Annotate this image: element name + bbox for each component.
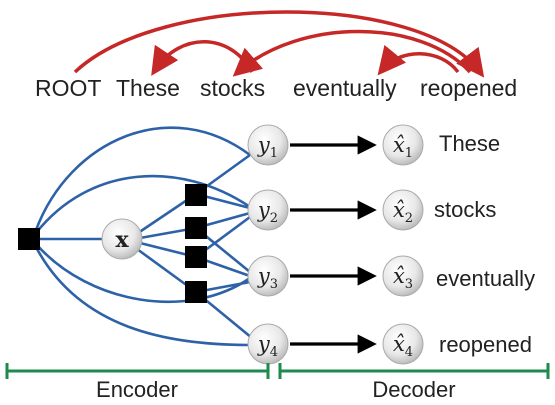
- output-word-2: stocks: [434, 197, 496, 222]
- y-subscript: 2: [270, 211, 278, 226]
- output-word-4: reopened: [439, 332, 532, 357]
- output-word-3: eventually: [436, 266, 535, 291]
- x-node: x: [101, 218, 143, 260]
- xhat-subscript: 1: [405, 146, 413, 161]
- decoder-label: Decoder: [372, 377, 455, 402]
- pair-factor-3: [185, 246, 207, 268]
- svg-text:x̂4: x̂4: [393, 332, 413, 360]
- arc-reopened-to-stocks: [232, 29, 472, 77]
- word-eventually: eventually: [293, 75, 397, 101]
- svg-text:x̂3: x̂3: [393, 264, 413, 292]
- word-root: ROOT: [35, 75, 101, 101]
- xhat-node-2: x̂2: [382, 189, 424, 231]
- edge-factor-y2: [34, 174, 251, 234]
- encoder-label: Encoder: [96, 377, 178, 402]
- section-labels: Encoder Decoder: [96, 377, 456, 402]
- xhat-letter: x̂: [393, 133, 405, 157]
- xhat-letter: x̂: [393, 332, 405, 356]
- y-node-4: y4: [247, 323, 289, 365]
- decoder-bracket: [278, 363, 550, 379]
- xhat-node-3: x̂3: [382, 255, 424, 297]
- encoder-bracket: [5, 363, 270, 379]
- svg-text:y2: y2: [257, 198, 278, 226]
- svg-text:x̂2: x̂2: [393, 198, 413, 226]
- word-these: These: [116, 75, 180, 101]
- arc-root-to-reopened: [73, 10, 485, 78]
- y-node-3: y3: [247, 255, 289, 297]
- edge-factor-y3: [35, 243, 251, 304]
- factors: [18, 184, 207, 303]
- svg-text:y1: y1: [257, 133, 278, 161]
- output-word-1: These: [439, 131, 500, 156]
- decoder-arrows: [290, 135, 377, 354]
- dependency-arcs: [73, 10, 485, 78]
- svg-text:y3: y3: [257, 264, 278, 292]
- xhat-subscript: 3: [405, 277, 413, 292]
- svg-text:x̂1: x̂1: [393, 133, 413, 161]
- arc-stocks-to-these: [151, 40, 254, 76]
- y-subscript: 3: [270, 277, 278, 292]
- pair-factor-1: [185, 184, 207, 206]
- edge-factor-y1: [34, 126, 251, 231]
- output-words: These stocks eventually reopened: [434, 131, 535, 357]
- y-node-2: y2: [247, 189, 289, 231]
- xhat-node-1: x̂1: [382, 124, 424, 166]
- sentence: ROOT These stocks eventually reopened: [35, 75, 517, 101]
- xhat-letter: x̂: [393, 198, 405, 222]
- y-subscript: 1: [270, 146, 278, 161]
- word-stocks: stocks: [200, 75, 265, 101]
- xhat-letter: x̂: [393, 264, 405, 288]
- xhat-subscript: 4: [405, 345, 413, 360]
- y-letter: y: [257, 332, 271, 356]
- svg-text:y4: y4: [257, 332, 278, 360]
- edge-factor-y4: [34, 246, 251, 347]
- y-nodes: y1 y2 y3 y4: [247, 124, 289, 365]
- section-brackets: [5, 363, 550, 379]
- arc-reopened-to-eventually: [377, 44, 460, 76]
- pair-factor-2: [185, 217, 207, 239]
- y-letter: y: [257, 198, 271, 222]
- root-factor: [18, 228, 40, 250]
- word-reopened: reopened: [420, 75, 517, 101]
- xhat-node-4: x̂4: [382, 323, 424, 365]
- x-node-label: x: [115, 227, 129, 253]
- y-letter: y: [257, 264, 271, 288]
- y-subscript: 4: [270, 345, 278, 360]
- encoder-edges: [34, 126, 253, 347]
- xhat-nodes: x̂1 x̂2 x̂3 x̂4: [382, 124, 424, 365]
- y-letter: y: [257, 133, 271, 157]
- xhat-subscript: 2: [405, 211, 413, 226]
- y-node-1: y1: [247, 124, 289, 166]
- pair-factor-4: [185, 281, 207, 303]
